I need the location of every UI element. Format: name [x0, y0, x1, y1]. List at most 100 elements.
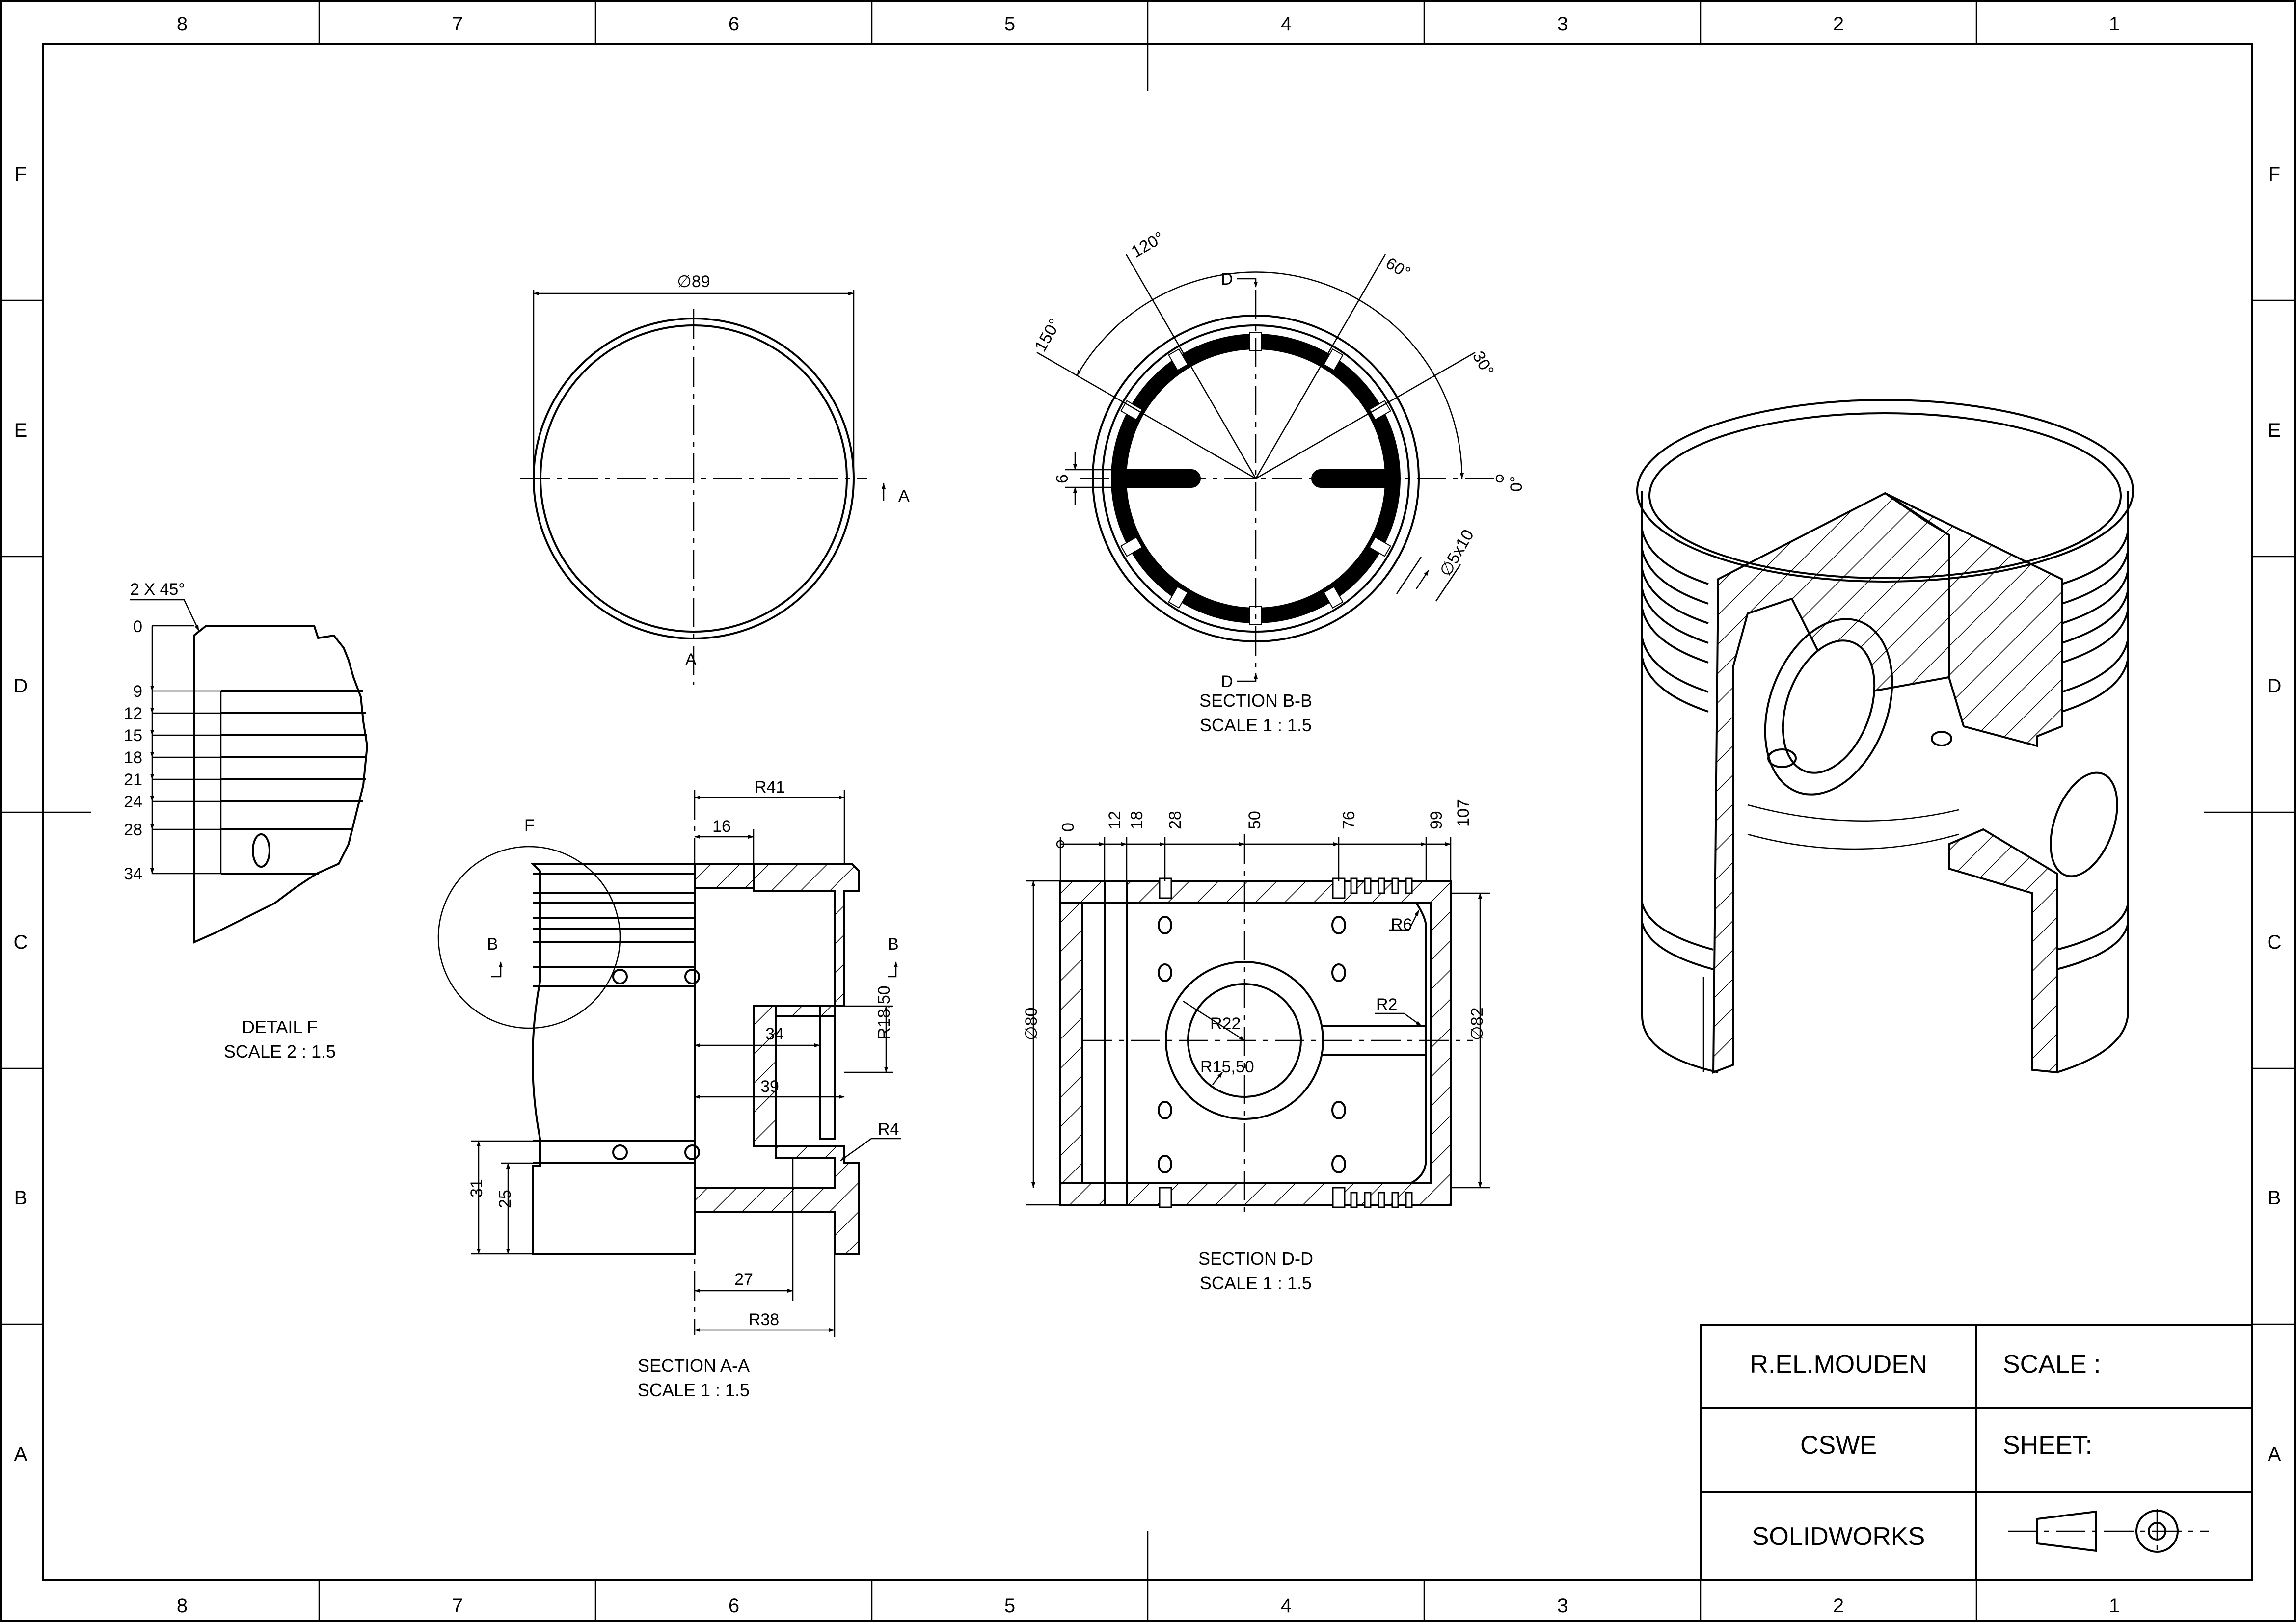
ordinate-label: 99	[1427, 811, 1446, 829]
angle-label: 150°	[1031, 316, 1064, 355]
zone-row-labels-right: F E D C B A	[2268, 163, 2282, 1465]
angle-arc	[1076, 271, 1464, 479]
ordinate-label: 18	[124, 748, 142, 767]
isometric-cutaway-view	[1636, 399, 2134, 1074]
software-name: SOLIDWORKS	[1752, 1522, 1925, 1551]
first-angle-projection-icon	[2008, 1509, 2209, 1553]
dim-label: 16	[712, 817, 731, 836]
organization: CSWE	[1800, 1431, 1877, 1460]
dim-label: R38	[749, 1310, 779, 1329]
cutaway-hatch-right	[1884, 492, 2063, 747]
zone-row-label: A	[14, 1443, 27, 1465]
zone-col-label: 2	[1833, 1595, 1844, 1617]
view-title: SECTION B-B	[1199, 691, 1312, 711]
detail-f-circle	[437, 846, 621, 1029]
zone-col-label: 3	[1557, 1595, 1568, 1617]
top-view: ∅89 A A	[520, 272, 910, 685]
dim-label: ∅82	[1468, 1008, 1486, 1040]
zone-column-labels-bottom: 8 7 6 5 4 3 2 1	[177, 1595, 2120, 1617]
ordinate-label: 12	[124, 704, 142, 723]
zone-row-label: E	[14, 420, 27, 441]
ordinate-label: 21	[124, 771, 142, 789]
zone-col-label: 1	[2109, 13, 2120, 35]
hole-size-label: ∅5x10	[1436, 526, 1478, 580]
zone-column-labels-top: 8 7 6 5 4 3 2 1	[177, 13, 2120, 35]
cutaway-hatch-left	[1712, 492, 1950, 1074]
section-d-d-view: 0 12 18 28 50 76 99 107 R6 R2 R22 R15,50…	[1022, 799, 1490, 1293]
ordinate-label: 18	[1128, 811, 1146, 829]
zone-col-label: 1	[2109, 1595, 2120, 1617]
view-scale: SCALE 1 : 1.5	[1200, 715, 1312, 735]
cut-marker-b: B	[487, 935, 498, 954]
section-marker-a: A	[685, 650, 697, 669]
slot-width-label: 6	[1053, 474, 1072, 483]
zone-col-label: 7	[452, 1595, 463, 1617]
zone-row-label: D	[14, 675, 28, 697]
zone-row-label: A	[2268, 1443, 2281, 1465]
angle-label: 60°	[1382, 254, 1414, 283]
dim-label: 27	[734, 1270, 753, 1289]
ordinate-label: 24	[124, 793, 142, 811]
view-title: SECTION A-A	[638, 1356, 750, 1376]
scale-field: SCALE :	[2003, 1350, 2101, 1379]
dim-label: 39	[760, 1077, 779, 1096]
ordinate-label: 0	[133, 617, 142, 636]
diameter-label: ∅89	[677, 272, 710, 291]
zone-col-label: 6	[729, 1595, 739, 1617]
view-scale: SCALE 1 : 1.5	[638, 1380, 750, 1400]
title-block: R.EL.MOUDEN CSWE SOLIDWORKS SCALE : SHEE…	[1700, 1324, 2253, 1581]
cut-marker-d: D	[1221, 672, 1233, 691]
zone-col-label: 4	[1281, 1595, 1292, 1617]
groove-lines	[220, 690, 367, 875]
zone-row-labels-left: F E D C B A	[14, 163, 28, 1465]
zone-col-label: 7	[452, 13, 463, 35]
author-name: R.EL.MOUDEN	[1750, 1350, 1927, 1379]
chamfer-label: 2 X 45°	[130, 580, 185, 599]
dim-label: 25	[496, 1190, 514, 1208]
dim-label: R15,50	[1200, 1058, 1254, 1076]
ordinate-label: 0	[1059, 823, 1078, 832]
ordinate-label: 28	[124, 821, 142, 839]
dim-label: 31	[467, 1179, 486, 1197]
ordinate-label: 34	[124, 865, 142, 883]
dim-label: R18,50	[875, 985, 893, 1039]
detail-f-view: 0 9 12 15 18 21 24 28 34 2 X 45° DETAIL …	[124, 580, 369, 1062]
angle-label: 120°	[1128, 228, 1167, 262]
ordinate-label: 15	[124, 726, 142, 745]
pin-holes	[1158, 916, 1346, 1173]
view-scale: SCALE 2 : 1.5	[224, 1041, 336, 1062]
zone-row-label: E	[2268, 420, 2281, 441]
section-a-a-view: F B B R41 16 34 39 R18,50 R4 31 25 27 R3…	[437, 778, 901, 1400]
zone-col-label: 6	[729, 13, 739, 35]
dim-label: ∅80	[1022, 1008, 1041, 1040]
ordinate-label: 76	[1340, 811, 1358, 829]
ring-grooves	[1641, 530, 2129, 970]
zone-row-label: F	[15, 163, 27, 185]
view-title: DETAIL F	[242, 1017, 318, 1037]
detail-marker-f: F	[524, 816, 535, 835]
zone-col-label: 8	[177, 13, 188, 35]
dim-label: 34	[765, 1025, 784, 1043]
ordinate-label: 50	[1245, 811, 1264, 829]
cutaway-hatch-lower	[1948, 828, 2058, 1074]
zone-row-label: C	[2268, 931, 2282, 953]
dim-label: R41	[755, 778, 785, 797]
zone-row-label: B	[14, 1187, 27, 1209]
view-scale: SCALE 1 : 1.5	[1200, 1273, 1312, 1293]
zone-col-label: 3	[1557, 13, 1568, 35]
angle-label: 0°	[1507, 476, 1526, 492]
cut-marker-d: D	[1221, 270, 1233, 289]
zone-col-label: 5	[1004, 1595, 1015, 1617]
dim-label: R2	[1376, 995, 1397, 1014]
zone-row-label: F	[2269, 163, 2280, 185]
section-b-b-view: 120° 60° 150° 30° 0° 6 ∅5x10 D D SECTION…	[1031, 228, 1526, 735]
zone-col-label: 4	[1281, 13, 1292, 35]
ordinate-label: 107	[1454, 799, 1473, 827]
zone-row-label: B	[2268, 1187, 2281, 1209]
zone-row-label: D	[2268, 675, 2282, 697]
zone-col-label: 5	[1004, 13, 1015, 35]
view-title: SECTION D-D	[1198, 1249, 1313, 1269]
